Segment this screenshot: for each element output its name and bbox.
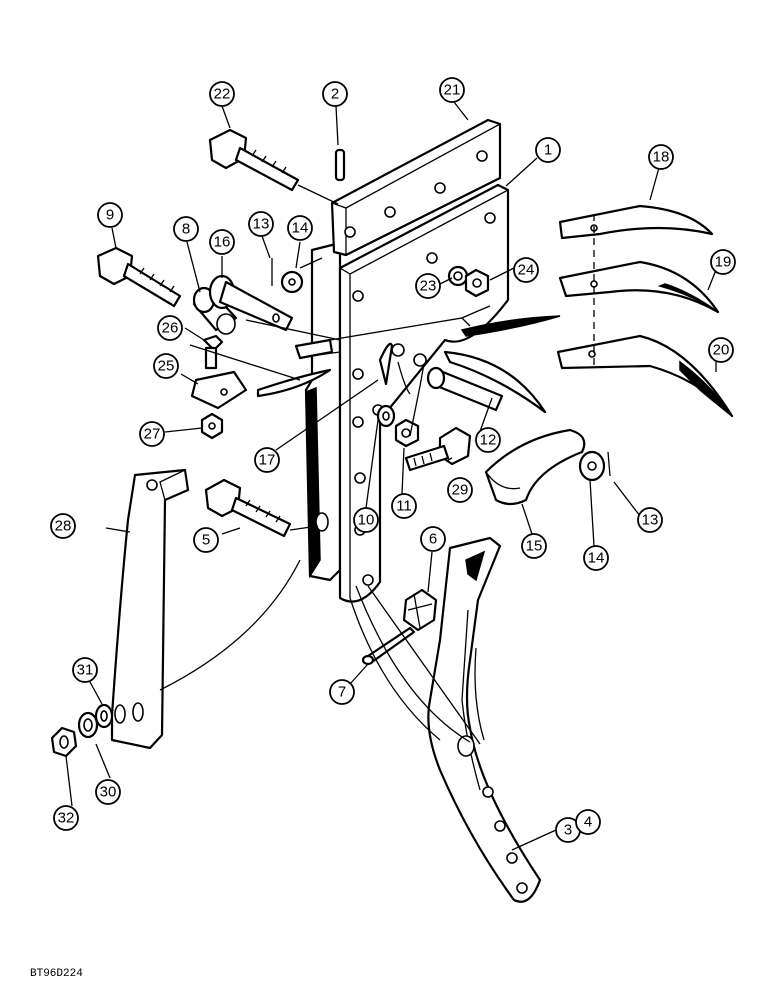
callout-label: 11 [396,498,412,515]
bolt-29 [404,426,472,472]
callout-25: 25 [153,353,179,379]
callout-leaders [65,101,717,851]
cotter-washer-lower [578,450,611,482]
callout-13-lower: 13 [637,507,663,533]
callout-label: 17 [259,452,276,469]
callout-23: 23 [415,273,441,299]
callout-20: 20 [708,337,734,363]
nut-27 [200,412,224,440]
callout-label: 9 [106,207,114,224]
callout-label: 30 [100,784,117,801]
callout-label: 15 [526,538,543,555]
callout-14-lower: 14 [583,545,609,571]
callout-1: 1 [535,137,561,163]
arrow-pointers [256,305,561,414]
callout-21: 21 [439,77,465,103]
bolt-26 [202,334,224,370]
callout-19: 19 [710,249,736,275]
callout-10: 10 [353,507,379,533]
bolt-9 [96,246,182,308]
callout-30: 30 [95,779,121,805]
castle-nut-6 [402,588,438,632]
callout-4: 4 [575,809,601,835]
callout-8: 8 [173,216,199,242]
pin-12 [426,366,504,412]
callout-label: 12 [480,432,497,449]
sweep-20 [556,334,734,418]
callout-label: 18 [653,149,670,166]
callout-12: 12 [475,427,501,453]
cotter-washer-upper [271,258,304,294]
callout-label: 14 [292,220,309,237]
callout-label: 4 [584,814,592,831]
callout-14-upper: 14 [287,215,313,241]
cotter-7 [361,626,416,666]
callout-label: 23 [420,278,437,295]
callout-15: 15 [521,533,547,559]
figure-code: BT96D224 [30,968,83,980]
callout-label: 5 [202,532,210,549]
callout-label: 2 [331,86,339,103]
callout-17: 17 [254,447,280,473]
pin-16 [208,274,294,332]
bolt-22 [208,128,339,205]
pin-2 [334,148,346,182]
callout-28: 28 [50,513,76,539]
callout-5: 5 [193,527,219,553]
callout-label: 19 [715,254,732,271]
callout-13-upper: 13 [248,211,274,237]
washer-nut-stack [50,703,114,758]
callout-label: 22 [214,86,231,103]
callout-26: 26 [157,315,183,341]
callout-label: 16 [214,234,231,251]
callout-31: 31 [72,657,98,683]
callout-label: 20 [713,342,730,359]
shank-plate [304,241,342,582]
callout-label: 6 [429,531,437,548]
callout-label: 32 [58,810,75,827]
callout-22: 22 [209,81,235,107]
clip-25 [190,370,248,410]
callout-label: 27 [144,426,161,443]
callout-32: 32 [53,805,79,831]
sweep-19 [558,260,720,314]
bolt-5 [204,478,319,538]
callout-18: 18 [648,144,674,170]
washer-23-nut-24 [447,265,490,298]
callout-label: 1 [544,142,552,159]
callout-9: 9 [97,202,123,228]
callout-label: 24 [518,262,535,279]
callout-label: 21 [444,82,461,99]
callout-24: 24 [513,257,539,283]
callout-label: 25 [158,358,175,375]
callout-11: 11 [391,493,417,519]
spacer-15 [484,428,586,506]
sweep-18 [558,204,714,240]
callout-label: 26 [162,320,179,337]
callout-label: 13 [253,216,270,233]
callout-label: 10 [358,512,375,529]
standard-tine [427,536,542,903]
callout-16: 16 [209,229,235,255]
cotter-17 [378,342,394,386]
callout-7: 7 [329,679,355,705]
callout-29: 29 [447,477,473,503]
callout-6: 6 [420,526,446,552]
callout-label: 7 [338,684,346,701]
connector-lines [159,257,481,745]
callout-label: 29 [452,482,469,499]
callout-27: 27 [139,421,165,447]
callout-label: 8 [182,221,190,238]
callout-label: 3 [564,822,572,839]
callout-label: 31 [77,662,94,679]
side-bracket [110,468,190,750]
sleeve-8 [192,286,238,335]
callout-2: 2 [322,81,348,107]
callout-label: 28 [55,518,72,535]
callout-label: 14 [588,550,605,567]
clamp-plate-21 [330,118,502,257]
callout-label: 13 [642,512,659,529]
